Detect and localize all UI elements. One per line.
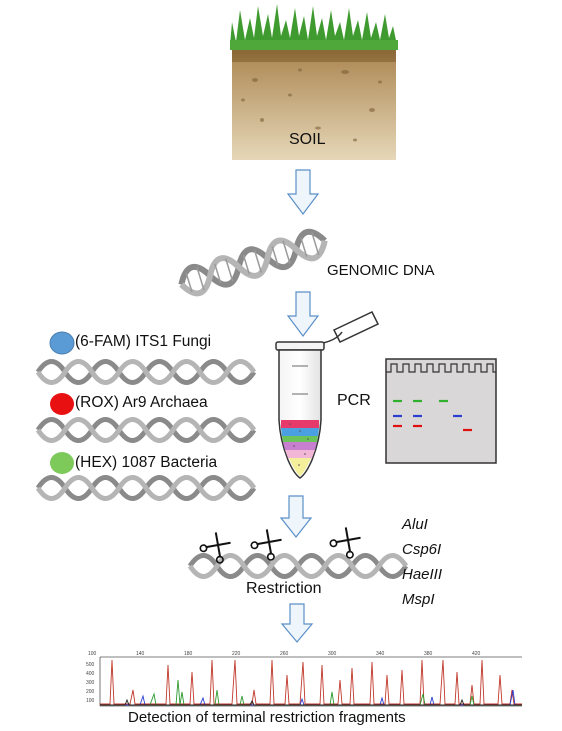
enzyme-label: AluI <box>402 516 428 533</box>
primer-dna-helix <box>35 475 257 501</box>
primer-label-archaea: (ROX) Ar9 Archaea <box>75 394 208 412</box>
pcr-tube <box>275 311 380 479</box>
y-tick: 300 <box>86 680 95 686</box>
arrow-down-icon <box>286 169 320 215</box>
arrow-down-icon <box>280 603 314 643</box>
primer-dye: (HEX) <box>75 454 118 471</box>
primer-label-bacteria: (HEX) 1087 Bacteria <box>75 454 217 472</box>
dye-dot-6fam <box>49 331 75 355</box>
scissors-icon <box>329 527 361 559</box>
y-tick: 200 <box>86 689 95 695</box>
x-tick: 100 <box>88 651 97 657</box>
y-tick: 500 <box>86 662 95 668</box>
trace-red <box>100 659 522 705</box>
genomic-dna-label: GENOMIC DNA <box>327 262 435 279</box>
x-tick: 300 <box>328 651 337 657</box>
scissors-icon <box>199 532 231 564</box>
x-tick: 340 <box>376 651 385 657</box>
x-tick: 260 <box>280 651 289 657</box>
enzyme-label: Csp6I <box>402 541 442 558</box>
dye-dot-hex <box>50 452 74 474</box>
primer-dye: (6-FAM) <box>75 333 131 350</box>
x-tick: 220 <box>232 651 241 657</box>
trace-black <box>100 698 522 706</box>
arrow-down-icon <box>286 291 320 337</box>
y-tick: 100 <box>86 698 95 704</box>
gel-electrophoresis <box>385 358 497 464</box>
grass <box>230 4 397 45</box>
x-tick: 380 <box>424 651 433 657</box>
pcr-label: PCR <box>337 392 371 409</box>
dye-dot-rox <box>50 393 74 415</box>
genomic-dna-helix <box>178 228 328 297</box>
primer-dna-helix <box>35 359 257 385</box>
primer-dna-helix <box>35 417 257 443</box>
enzyme-label: HaeIII <box>402 566 443 583</box>
primer-name: 1087 Bacteria <box>121 454 218 471</box>
detection-label: Detection of terminal restriction fragme… <box>128 709 406 726</box>
enzyme-label: MspI <box>402 591 435 608</box>
soil-label: SOIL <box>289 131 326 148</box>
primer-dye: (ROX) <box>75 394 119 411</box>
arrow-down-icon <box>279 495 313 538</box>
restriction-dna-helix <box>187 553 409 579</box>
scissors-icon <box>250 529 282 561</box>
x-tick: 180 <box>184 651 193 657</box>
primer-label-fungi: (6-FAM) ITS1 Fungi <box>75 333 211 351</box>
primer-name: Ar9 Archaea <box>122 394 208 411</box>
primer-name: ITS1 Fungi <box>135 333 212 350</box>
x-tick: 140 <box>136 651 145 657</box>
electropherogram: 100 140 180 220 260 300 340 380 420 500 … <box>86 651 522 707</box>
restriction-label: Restriction <box>246 580 322 597</box>
soil-illustration <box>230 4 398 160</box>
x-tick: 420 <box>472 651 481 657</box>
y-tick: 400 <box>86 671 95 677</box>
